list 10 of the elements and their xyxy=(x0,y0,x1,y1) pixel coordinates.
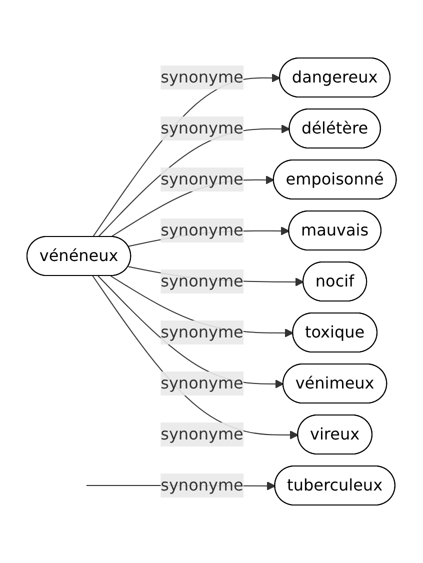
edge-label: synonyme xyxy=(160,169,244,188)
edge-label: synonyme xyxy=(160,373,244,392)
edge-label: synonyme xyxy=(160,220,244,240)
edge-label: synonyme xyxy=(160,475,244,494)
arrow xyxy=(98,276,284,388)
edge-label: synonyme xyxy=(160,118,244,138)
edge-label: synonyme xyxy=(160,271,244,290)
edge-label: synonyme xyxy=(160,68,244,86)
edge-label: synonyme xyxy=(160,322,244,342)
edge-label: synonyme xyxy=(160,424,244,444)
